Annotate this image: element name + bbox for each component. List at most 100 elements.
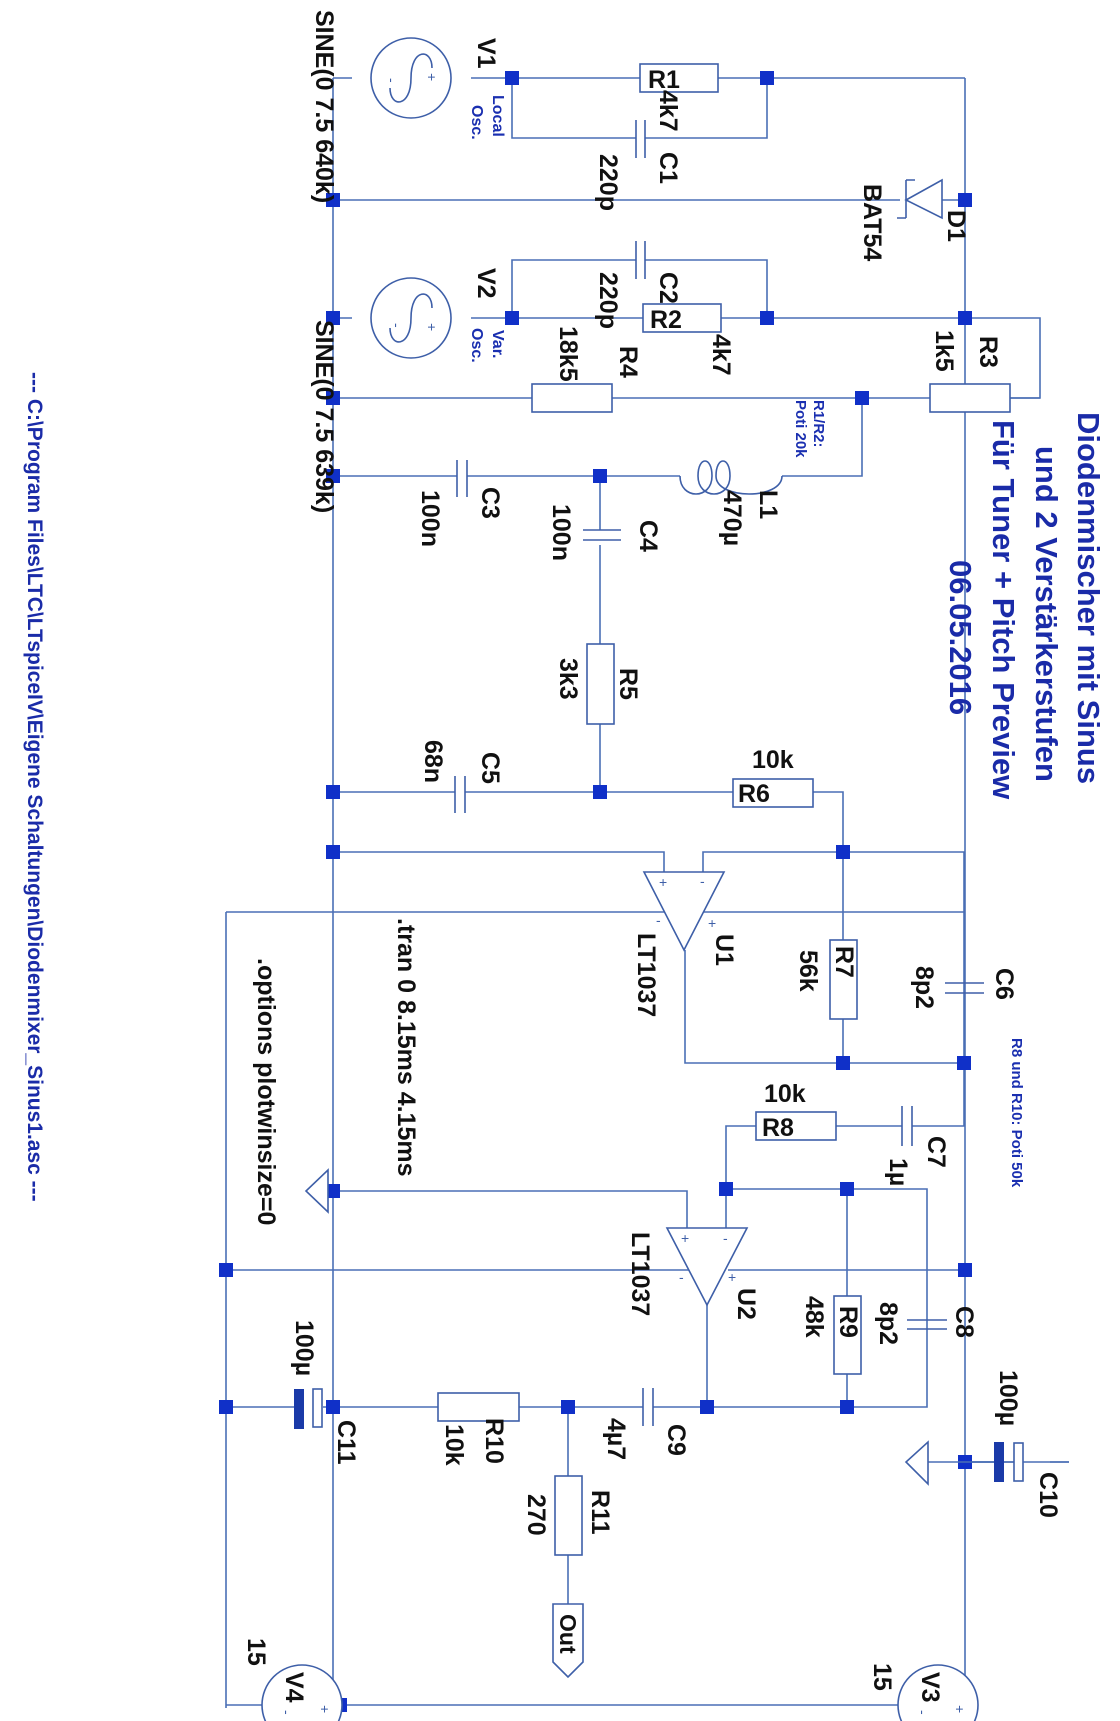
- junction: [326, 193, 340, 207]
- capacitor-c3[interactable]: C3 100n: [416, 460, 504, 547]
- resistor-r7[interactable]: R7 56k: [794, 939, 858, 1020]
- c3-name: C3: [476, 487, 504, 519]
- capacitor-icon: [945, 982, 984, 994]
- r4-value: 18k5: [554, 326, 582, 382]
- inductor-l1[interactable]: L1 470µ: [679, 460, 783, 546]
- c2-name: C2: [654, 272, 682, 304]
- junction: [957, 1056, 971, 1070]
- wire-u1-minus: [702, 851, 965, 1063]
- capacitor-polarized-icon: [1013, 1442, 1024, 1482]
- resistor-r10[interactable]: R10 10k: [437, 1392, 520, 1466]
- tran-directive[interactable]: .tran 0 8.15ms 4.15ms: [392, 918, 420, 1177]
- pin-minus: -: [915, 1710, 931, 1715]
- resistor-r3[interactable]: R3 1k5: [929, 330, 1011, 413]
- v1-note-line2: Osc.: [468, 105, 485, 140]
- opamp-u1[interactable]: + - - + U1 LT1037: [632, 871, 738, 1017]
- c7-name: C7: [922, 1136, 950, 1168]
- capacitor-polarized-icon: [994, 1442, 1004, 1482]
- resistor-r1[interactable]: R1 4k7: [639, 63, 719, 132]
- c10-name: C10: [1034, 1472, 1062, 1518]
- junction: [593, 785, 607, 799]
- resistor-r5[interactable]: R5 3k3: [554, 643, 642, 725]
- capacitor-c5[interactable]: C5 68n: [419, 740, 504, 813]
- capacitor-polarized-icon: [294, 1389, 304, 1429]
- resistor-r8[interactable]: R8 10k: [755, 1080, 837, 1142]
- junctions: [219, 71, 972, 1712]
- capacitor-c11[interactable]: C11 100µ: [290, 1320, 360, 1465]
- source-v3[interactable]: - + V3 15: [868, 1663, 979, 1721]
- d1-name: D1: [942, 210, 970, 242]
- port-out[interactable]: Out: [552, 1603, 584, 1679]
- title-line-1: Diodenmischer mit Sinus: [1071, 412, 1106, 784]
- source-v2[interactable]: - + V2 Var. Osc. SINE(0 7.5 639k): [310, 268, 506, 513]
- wire-u1-out: [684, 950, 964, 1064]
- resistor-icon: [829, 939, 858, 1020]
- dc-source-icon: [897, 1664, 979, 1721]
- resistor-r11[interactable]: R11 270: [522, 1475, 614, 1556]
- capacitor-icon: [642, 1388, 654, 1426]
- resistor-icon: [732, 778, 814, 808]
- junction: [958, 193, 972, 207]
- r2-name: R2: [650, 306, 682, 334]
- c4-value: 100n: [547, 504, 575, 561]
- junction: [958, 311, 972, 325]
- capacitor-icon: [635, 241, 646, 279]
- c8-value: 8p2: [874, 1302, 902, 1345]
- capacitor-c2[interactable]: C2 220p: [594, 241, 682, 329]
- title-line-2: und 2 Verstärkerstufen: [1029, 446, 1064, 782]
- opamp-u2[interactable]: + - - + U2 LT1037: [626, 1227, 760, 1320]
- capacitor-c4[interactable]: C4 100n: [547, 504, 662, 561]
- capacitor-icon: [583, 529, 621, 541]
- source-v1[interactable]: - + V1 Local Osc. SINE(0 7.5 640k): [310, 10, 506, 203]
- title-block: Diodenmischer mit Sinus und 2 Verstärker…: [943, 412, 1106, 800]
- v2-name: V2: [472, 268, 500, 299]
- wire-u2-minus-node: [726, 1188, 928, 1408]
- resistor-r4[interactable]: R4 18k5: [531, 326, 642, 413]
- r1-value: 4k7: [654, 90, 682, 132]
- resistor-icon: [531, 383, 613, 413]
- capacitor-c7[interactable]: C7 1µ: [884, 1106, 950, 1186]
- capacitor-c6[interactable]: C6 8p2: [910, 966, 1018, 1009]
- r9-name: R9: [834, 1306, 862, 1338]
- schottky-diode-icon: [897, 178, 943, 220]
- options-directive[interactable]: .options plotwinsize=0: [252, 958, 280, 1225]
- v1-note-line1: Local: [489, 95, 506, 137]
- resistor-r2[interactable]: R2 4k7: [642, 303, 735, 376]
- r8-value: 10k: [764, 1080, 806, 1108]
- r8-name: R8: [762, 1114, 794, 1142]
- capacitor-c9[interactable]: C9 4µ7: [602, 1388, 690, 1460]
- c11-value: 100µ: [290, 1320, 318, 1376]
- sine-wave-icon: [389, 53, 433, 103]
- diode-d1[interactable]: D1 BAT54: [858, 178, 970, 261]
- junction: [326, 785, 340, 799]
- c10-value: 100µ: [994, 1370, 1022, 1426]
- v2-value: SINE(0 7.5 639k): [310, 320, 338, 513]
- junction: [719, 1182, 733, 1196]
- junction: [326, 845, 340, 859]
- v4-name: V4: [280, 1672, 308, 1703]
- capacitor-c10[interactable]: C10 100µ: [994, 1370, 1069, 1518]
- c8-name: C8: [950, 1306, 978, 1338]
- pin-minus: -: [389, 323, 405, 328]
- v2-note-line2: Osc.: [468, 328, 485, 363]
- capacitor-c8[interactable]: C8 8p2: [874, 1302, 978, 1345]
- junction: [700, 1400, 714, 1414]
- l1-value: 470µ: [718, 490, 746, 546]
- u1-name: U1: [710, 934, 738, 966]
- c6-name: C6: [990, 968, 1018, 1000]
- capacitor-c1[interactable]: C1 220p: [594, 120, 682, 211]
- resistor-r6[interactable]: R6 10k: [732, 746, 814, 808]
- ground-icon: [904, 1440, 929, 1486]
- wire-pot-wiper: [782, 398, 863, 477]
- resistor-r9[interactable]: R9 48k: [800, 1295, 862, 1375]
- wire-c2-loop: [511, 259, 768, 318]
- pin-minus: -: [700, 873, 705, 889]
- capacitor-icon: [456, 460, 468, 497]
- source-v4[interactable]: - + V4 15: [242, 1638, 343, 1721]
- r3-name: R3: [974, 336, 1002, 368]
- c4-name: C4: [634, 520, 662, 552]
- output-port-icon: [552, 1603, 584, 1679]
- capacitor-icon: [635, 120, 646, 158]
- c1-name: C1: [654, 152, 682, 184]
- pin-minus: -: [279, 1710, 295, 1715]
